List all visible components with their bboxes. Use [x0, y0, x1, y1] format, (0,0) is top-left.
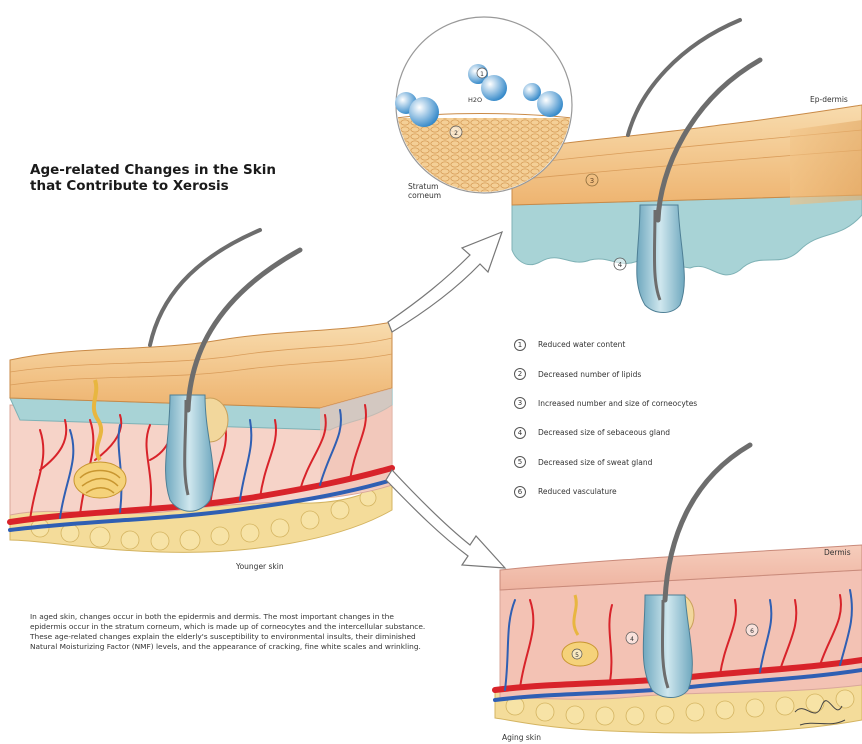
- diagram-title: Age-related Changes in the Skin that Con…: [30, 162, 360, 194]
- legend-text: Decreased number of lipids: [538, 370, 641, 379]
- svg-text:5: 5: [575, 652, 579, 659]
- explanatory-caption: In aged skin, changes occur in both the …: [30, 612, 430, 652]
- changes-legend: 1 Reduced water content 2 Decreased numb…: [514, 330, 844, 506]
- arrow-to-inset: [388, 232, 502, 332]
- svg-text:3: 3: [590, 177, 594, 185]
- stratum-corneum-label: Stratum corneum: [408, 182, 441, 200]
- legend-item: 1 Reduced water content: [514, 330, 844, 359]
- arrow-to-aging: [386, 470, 505, 568]
- younger-skin-block: [10, 230, 392, 552]
- svg-text:2: 2: [454, 130, 458, 137]
- title-line-1: Age-related Changes in the Skin: [30, 162, 360, 178]
- h2o-label: H2O: [468, 96, 482, 104]
- epidermis-label: Ep-dermis: [810, 95, 848, 104]
- title-line-2: that Contribute to Xerosis: [30, 178, 360, 194]
- legend-number: 3: [514, 397, 526, 409]
- legend-text: Decreased size of sweat gland: [538, 458, 652, 467]
- inset-basal-layer: [512, 195, 862, 275]
- dermis-label: Dermis: [824, 548, 851, 557]
- stratum-label-line1: Stratum: [408, 182, 441, 191]
- legend-text: Reduced water content: [538, 340, 625, 349]
- svg-text:6: 6: [750, 628, 754, 635]
- legend-item: 3 Increased number and size of corneocyt…: [514, 389, 844, 418]
- legend-text: Reduced vasculature: [538, 487, 617, 496]
- svg-text:4: 4: [630, 636, 634, 643]
- legend-number: 2: [514, 368, 526, 380]
- legend-item: 5 Decreased size of sweat gland: [514, 448, 844, 477]
- legend-item: 2 Decreased number of lipids: [514, 359, 844, 388]
- legend-item: 4 Decreased size of sebaceous gland: [514, 418, 844, 447]
- svg-text:4: 4: [618, 261, 623, 269]
- legend-number: 4: [514, 427, 526, 439]
- legend-number: 5: [514, 456, 526, 468]
- legend-text: Decreased size of sebaceous gland: [538, 428, 670, 437]
- younger-skin-label: Younger skin: [236, 562, 284, 571]
- transition-arrows: [386, 232, 505, 568]
- stratum-label-line2: corneum: [408, 191, 441, 200]
- legend-number: 6: [514, 486, 526, 498]
- legend-text: Increased number and size of corneocytes: [538, 399, 697, 408]
- aging-skin-label: Aging skin: [502, 733, 541, 742]
- svg-text:1: 1: [480, 71, 484, 78]
- legend-item: 6 Reduced vasculature: [514, 477, 844, 506]
- legend-number: 1: [514, 339, 526, 351]
